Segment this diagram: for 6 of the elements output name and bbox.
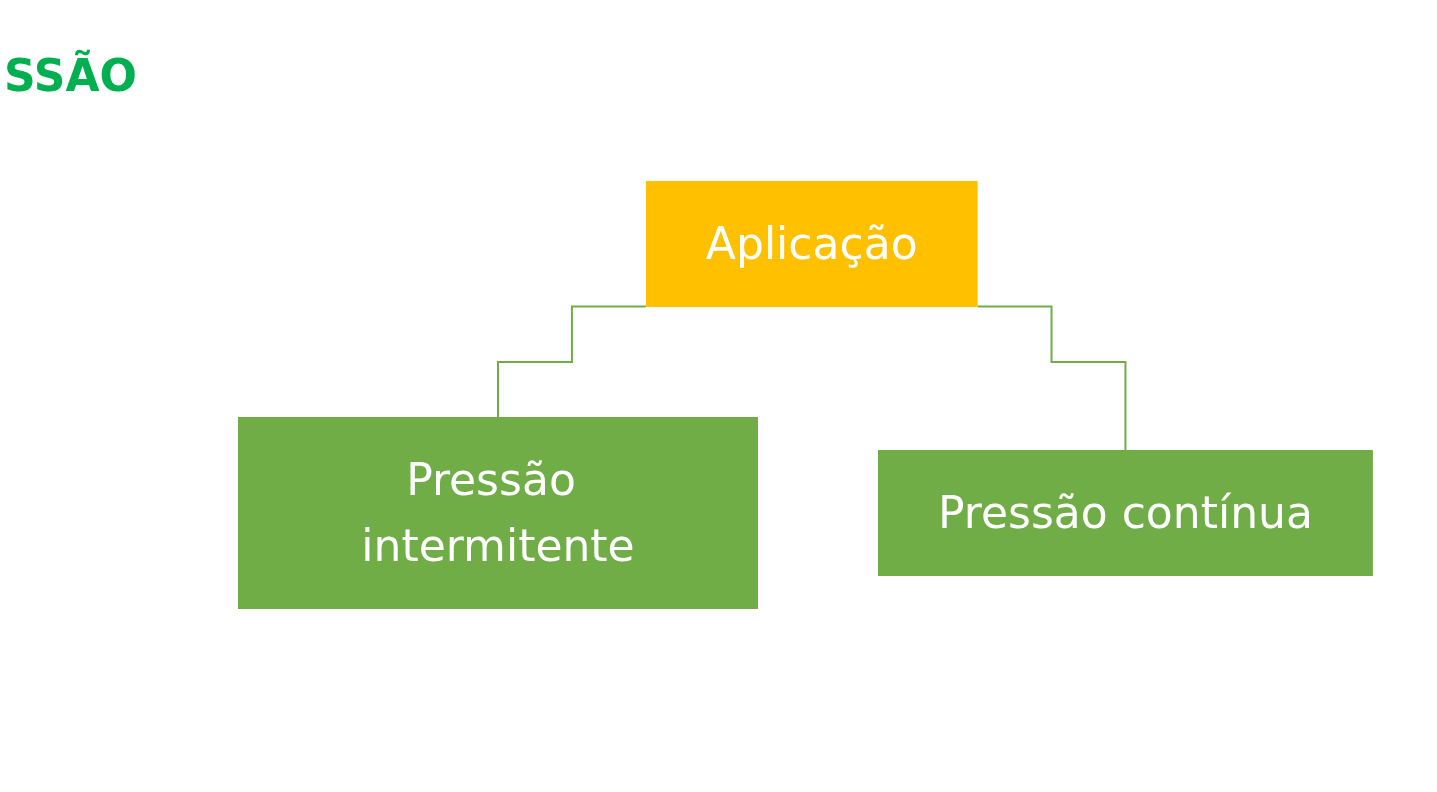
node-box: Aplicação (645, 181, 978, 307)
node-box: Pressão intermitente (237, 417, 758, 609)
connector (976, 305, 1126, 451)
heading-fragment: SSÃO (4, 50, 137, 101)
node-box: Pressão contínua (877, 450, 1373, 576)
connector (496, 305, 647, 418)
